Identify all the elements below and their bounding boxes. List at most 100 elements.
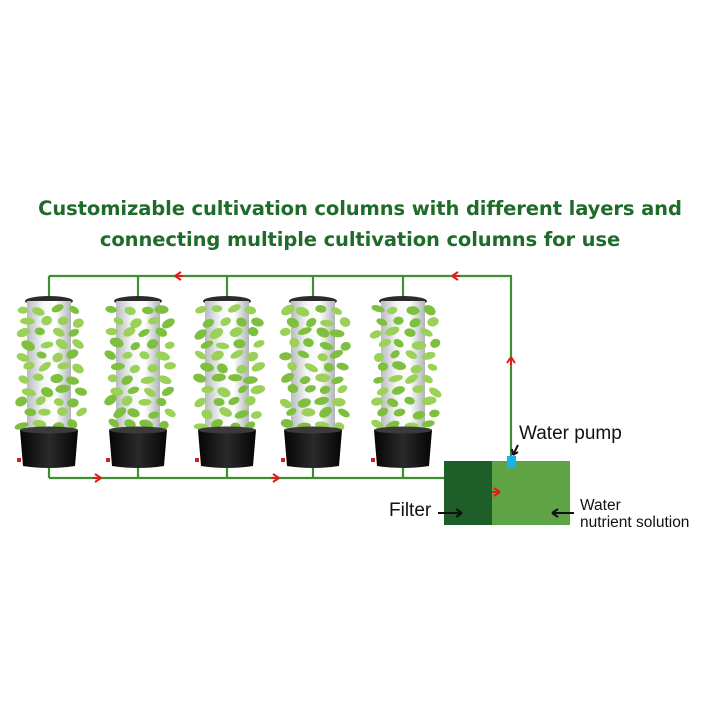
- plant-leaf: [14, 422, 29, 430]
- plant-leaf: [16, 353, 30, 362]
- drain-tap: [106, 458, 110, 462]
- plant-leaf: [406, 306, 420, 315]
- plant-leaf: [245, 421, 256, 430]
- plant-leaf: [281, 373, 294, 383]
- plant-leaf: [422, 351, 436, 360]
- plant-leaf: [287, 384, 299, 394]
- plant-leaf: [315, 373, 330, 383]
- plant-leaf: [113, 317, 124, 325]
- plant-leaf: [236, 317, 247, 327]
- plant-leaf: [17, 306, 29, 314]
- plant-leaf: [32, 373, 44, 381]
- cultivation-column: [193, 296, 266, 468]
- plant-leaf: [377, 362, 389, 371]
- plant-leaf: [286, 408, 297, 416]
- plant-leaf: [104, 394, 117, 406]
- label-pointers: [438, 444, 574, 518]
- plant-leaf: [336, 362, 349, 371]
- drain-tap: [17, 458, 21, 462]
- column-pot: [374, 430, 432, 468]
- plant-leaf: [155, 351, 170, 361]
- plant-leaf: [74, 387, 88, 396]
- plant-leaf: [422, 420, 435, 428]
- diagram-title-line-2: connecting multiple cultivation columns …: [99, 228, 621, 251]
- plant-leaf: [68, 328, 80, 337]
- flow-arrow: [174, 271, 183, 281]
- pot-rim: [109, 426, 167, 434]
- plant-leaf: [139, 419, 154, 429]
- plant-leaf: [129, 364, 140, 374]
- plant-leaf: [253, 340, 265, 348]
- plant-leaf: [376, 387, 389, 396]
- plant-leaf: [193, 373, 207, 383]
- plant-leaf: [35, 396, 46, 406]
- plant-leaf: [211, 373, 226, 382]
- plant-leaf: [369, 330, 382, 339]
- plant-leaf: [66, 349, 79, 359]
- pot-rim: [20, 426, 78, 434]
- plant-leaf: [289, 337, 300, 348]
- drain-tap: [281, 458, 285, 462]
- plant-leaf: [409, 318, 421, 328]
- plant-leaf: [34, 327, 45, 336]
- plant-leaf: [412, 385, 425, 393]
- plant-leaf: [217, 387, 231, 398]
- plant-leaf: [127, 386, 140, 394]
- plant-leaf: [157, 375, 172, 385]
- plant-leaf: [158, 420, 169, 430]
- plant-leaf: [421, 396, 437, 406]
- plant-leaf: [393, 316, 404, 325]
- plant-leaf: [140, 376, 156, 384]
- pot-rim: [374, 426, 432, 434]
- column-pot: [198, 430, 256, 468]
- plant-leaf: [200, 340, 214, 349]
- plant-leaf: [57, 362, 70, 370]
- plant-leaf: [251, 317, 264, 327]
- plant-leaf: [113, 407, 127, 419]
- plant-leaf: [295, 306, 310, 317]
- plant-leaf: [57, 407, 68, 416]
- plant-leaf: [410, 365, 423, 374]
- cultivation-column: [369, 296, 442, 468]
- plant-leaf: [299, 376, 311, 385]
- plant-leaf: [297, 327, 312, 336]
- plant-leaf: [246, 351, 259, 362]
- plant-leaf: [52, 352, 63, 363]
- flow-arrow: [451, 271, 460, 281]
- plant-leaf: [339, 317, 351, 327]
- plant-leaf: [107, 374, 118, 383]
- plant-leaf: [332, 397, 346, 407]
- plant-leaf: [219, 407, 233, 417]
- plant-leaf: [314, 396, 329, 406]
- plant-leaf: [121, 395, 133, 406]
- flow-arrow: [93, 473, 102, 483]
- plant-leaf: [142, 306, 154, 315]
- plant-leaf: [69, 305, 80, 314]
- plant-leaf: [110, 362, 125, 371]
- plant-leaf: [405, 374, 419, 384]
- plant-leaf: [124, 419, 136, 429]
- plant-leaf: [392, 386, 405, 395]
- plant-leaf: [65, 376, 80, 385]
- plant-leaf: [411, 341, 427, 350]
- plant-leaf: [373, 352, 384, 362]
- plant-leaf: [67, 398, 79, 408]
- plant-leaf: [123, 327, 136, 337]
- flow-arrow: [506, 356, 516, 365]
- plant-leaf: [338, 408, 350, 418]
- water-pointer: [551, 508, 574, 518]
- plant-leaf: [156, 397, 167, 407]
- plant-leaf: [155, 327, 168, 337]
- plant-leaf: [202, 318, 215, 328]
- plant-leaf: [371, 419, 383, 429]
- plant-leaf: [287, 361, 298, 371]
- plant-leaf: [20, 317, 35, 325]
- plant-leaf: [243, 376, 258, 384]
- plant-leaf: [244, 396, 256, 406]
- top-supply-pipe: [49, 274, 513, 458]
- plant-leaf: [148, 411, 160, 419]
- plant-leaf: [250, 385, 266, 395]
- plant-leaf: [215, 342, 230, 350]
- plant-leaf: [110, 387, 124, 396]
